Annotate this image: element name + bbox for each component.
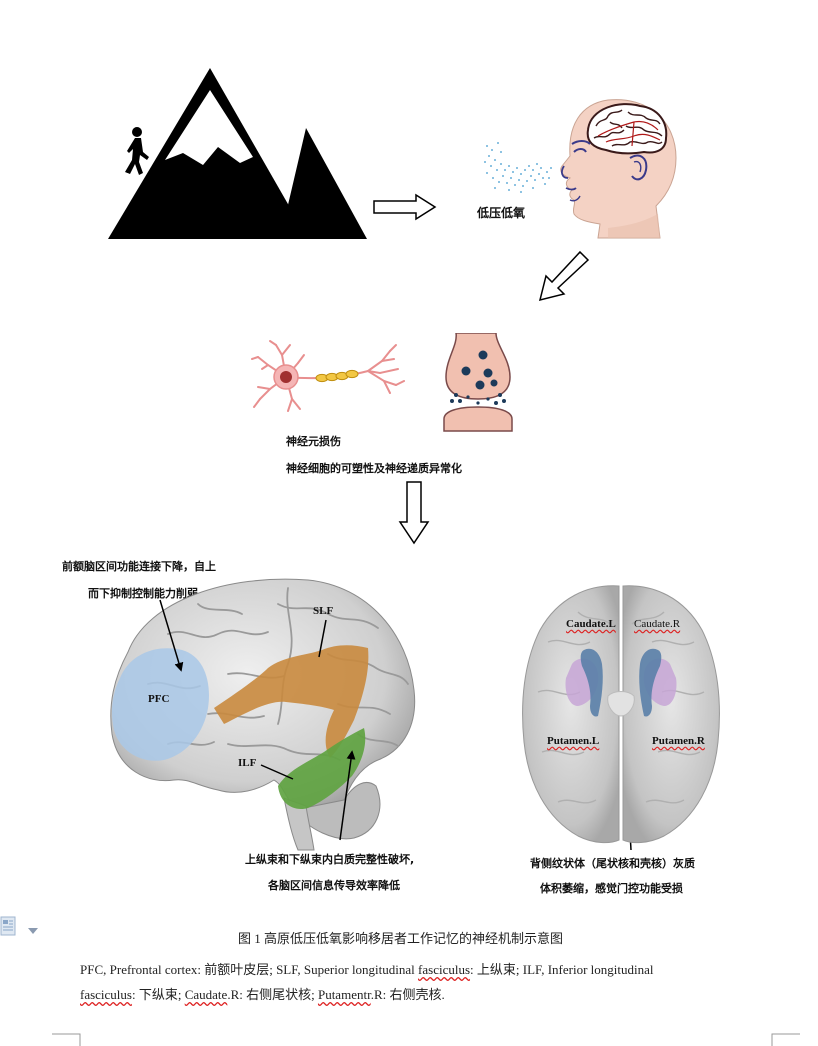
cerebellum (293, 782, 381, 840)
myelin-sheath (315, 369, 359, 383)
thalamus (607, 691, 635, 717)
slf-tract (214, 645, 369, 758)
caudate-l-label: Caudate.L (566, 618, 616, 630)
mountain-secondary (280, 128, 367, 239)
page-corner-marks (52, 1033, 800, 1046)
ilf-pointer (260, 764, 294, 780)
slf-label: SLF (313, 605, 334, 617)
plasticity-label: 神经细胞的可塑性及神经递质异常化 (286, 462, 462, 475)
caudate-r-label: Caudate.R (634, 618, 681, 630)
striatum-annotation-line2: 体积萎缩，感觉门控功能受损 (540, 882, 683, 895)
tract-annotation-line1: 上纵束和下纵束内白质完整性破坏, (245, 853, 415, 866)
postsynaptic-terminal (443, 406, 513, 432)
neck-shadow (608, 214, 660, 238)
left-hemisphere (522, 585, 620, 844)
legend-line-2: fasciculus: 下纵束; Caudate.R: 右侧尾状核; Putam… (80, 987, 445, 1002)
mouth (565, 187, 577, 191)
ilf-tract (278, 728, 366, 810)
brainstem (283, 797, 315, 851)
tract-annotation-line2: 各脑区间信息传导效率降低 (268, 879, 400, 892)
layout-options-icon[interactable] (0, 916, 20, 938)
striatum-annotation-line1: 背侧纹状体（尾状核和壳核）灰质 (530, 857, 695, 870)
mountain-illustration (108, 68, 367, 239)
arrow-right-icon (373, 193, 437, 221)
slf-pointer (318, 619, 327, 658)
vesicles (461, 350, 498, 390)
right-hemisphere (622, 585, 720, 844)
hypoxia-label: 低压低氧 (477, 206, 526, 220)
figure-caption: 图 1 高原低压低氧影响移居者工作记忆的神经机制示意图 (238, 931, 564, 946)
arrow-down-icon (398, 481, 430, 545)
lateral-brain-illustration (110, 578, 416, 851)
chevron-down-icon[interactable] (28, 928, 38, 934)
ilf-label: ILF (238, 757, 257, 769)
caudate-right (639, 648, 662, 717)
pfc-pointer (159, 599, 184, 672)
figure-legend: PFC, Prefrontal cortex: 前额叶皮层; SLF, Supe… (80, 957, 780, 1007)
head-brain-illustration (560, 99, 677, 239)
mountain-snow-cap (165, 90, 253, 165)
hypoxic-air-dots (484, 142, 552, 193)
neuron-nucleus (280, 371, 292, 383)
eye (573, 148, 587, 153)
neuron-illustration (251, 340, 405, 412)
pfc-region (112, 648, 209, 761)
nose (561, 165, 569, 179)
putamen-r-label: Putamen.R (652, 735, 705, 747)
arrow-down-left-icon (538, 250, 590, 302)
chin (569, 195, 581, 202)
pfc-annotation-line2: 而下抑制控制能力削弱 (88, 587, 198, 600)
tract-pointer (339, 750, 356, 841)
axial-brain-illustration (522, 585, 720, 844)
hiker-icon (125, 127, 149, 175)
pfc-label: PFC (148, 693, 170, 705)
pfc-annotation-line1: 前额脑区间功能连接下降，自上 (62, 560, 216, 573)
eyebrow (571, 140, 591, 145)
neuron-damage-label: 神经元损伤 (286, 435, 341, 448)
legend-line-1: PFC, Prefrontal cortex: 前额叶皮层; SLF, Supe… (80, 962, 654, 977)
synapse-illustration (443, 333, 513, 432)
neurotransmitters (450, 393, 506, 405)
caudate-left (580, 648, 603, 717)
putamen-l-label: Putamen.L (547, 735, 600, 747)
